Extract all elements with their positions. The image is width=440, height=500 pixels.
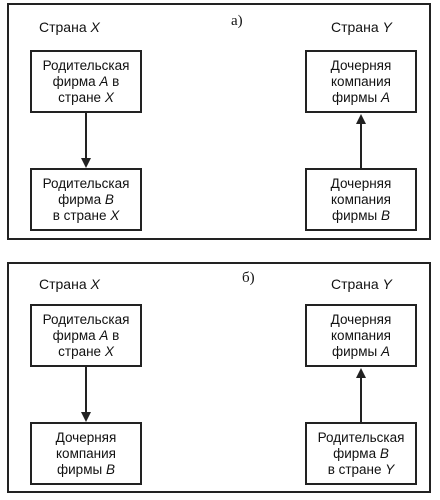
country-x-label: Страна X xyxy=(39,19,100,35)
box-line: Дочерняя xyxy=(330,57,392,73)
box-line: Родительская xyxy=(42,175,130,191)
country-y-label: Страна Y xyxy=(331,19,392,35)
parent-firm-a-box: Родительская фирма A в стране X xyxy=(30,50,142,113)
arrow-down xyxy=(81,113,91,168)
box-line: Родительская xyxy=(42,57,130,73)
box-line: Дочерняя xyxy=(330,311,392,327)
arrow-down xyxy=(81,367,91,422)
country-y-label: Страна Y xyxy=(331,276,392,292)
subsidiary-a-box: Дочерняя компания фирмы A xyxy=(305,304,417,367)
box-line: фирмы B xyxy=(332,207,390,223)
panel-b-label: б) xyxy=(242,270,255,286)
box-line: фирмы A xyxy=(332,343,390,359)
subsidiary-b-box: Дочерняя компания фирмы B xyxy=(305,168,417,231)
panel-a: а) Страна X Страна Y Родительская фирма … xyxy=(7,3,431,240)
box-line: компания xyxy=(331,191,391,207)
box-line: фирмы A xyxy=(332,89,390,105)
box-line: компания xyxy=(331,73,391,89)
box-line: фирма A в xyxy=(52,327,120,343)
subsidiary-b-box: Дочерняя компания фирмы B xyxy=(30,422,142,485)
box-line: фирма B xyxy=(58,191,114,207)
parent-firm-a-box: Родительская фирма A в стране X xyxy=(30,304,142,367)
box-line: в стране X xyxy=(52,207,120,223)
subsidiary-a-box: Дочерняя компания фирмы A xyxy=(305,50,417,113)
box-line: Дочерняя xyxy=(330,175,392,191)
box-line: стране X xyxy=(58,343,114,359)
box-line: фирма A в xyxy=(52,73,120,89)
box-line: в стране Y xyxy=(327,461,395,477)
box-line: стране X xyxy=(58,89,114,105)
parent-firm-b-box: Родительская фирма B в стране Y xyxy=(305,422,417,485)
country-x-label: Страна X xyxy=(39,276,100,292)
parent-firm-b-box: Родительская фирма B в стране X xyxy=(30,168,142,231)
box-line: фирмы B xyxy=(57,461,115,477)
panel-a-label: а) xyxy=(231,13,243,29)
box-line: фирма B xyxy=(333,445,389,461)
arrow-up xyxy=(356,368,366,423)
box-line: Дочерняя xyxy=(55,429,117,445)
box-line: Родительская xyxy=(42,311,130,327)
box-line: компания xyxy=(56,445,116,461)
panel-b: б) Страна X Страна Y Родительская фирма … xyxy=(7,262,431,493)
box-line: компания xyxy=(331,327,391,343)
box-line: Родительская xyxy=(317,429,405,445)
arrow-up xyxy=(356,114,366,169)
